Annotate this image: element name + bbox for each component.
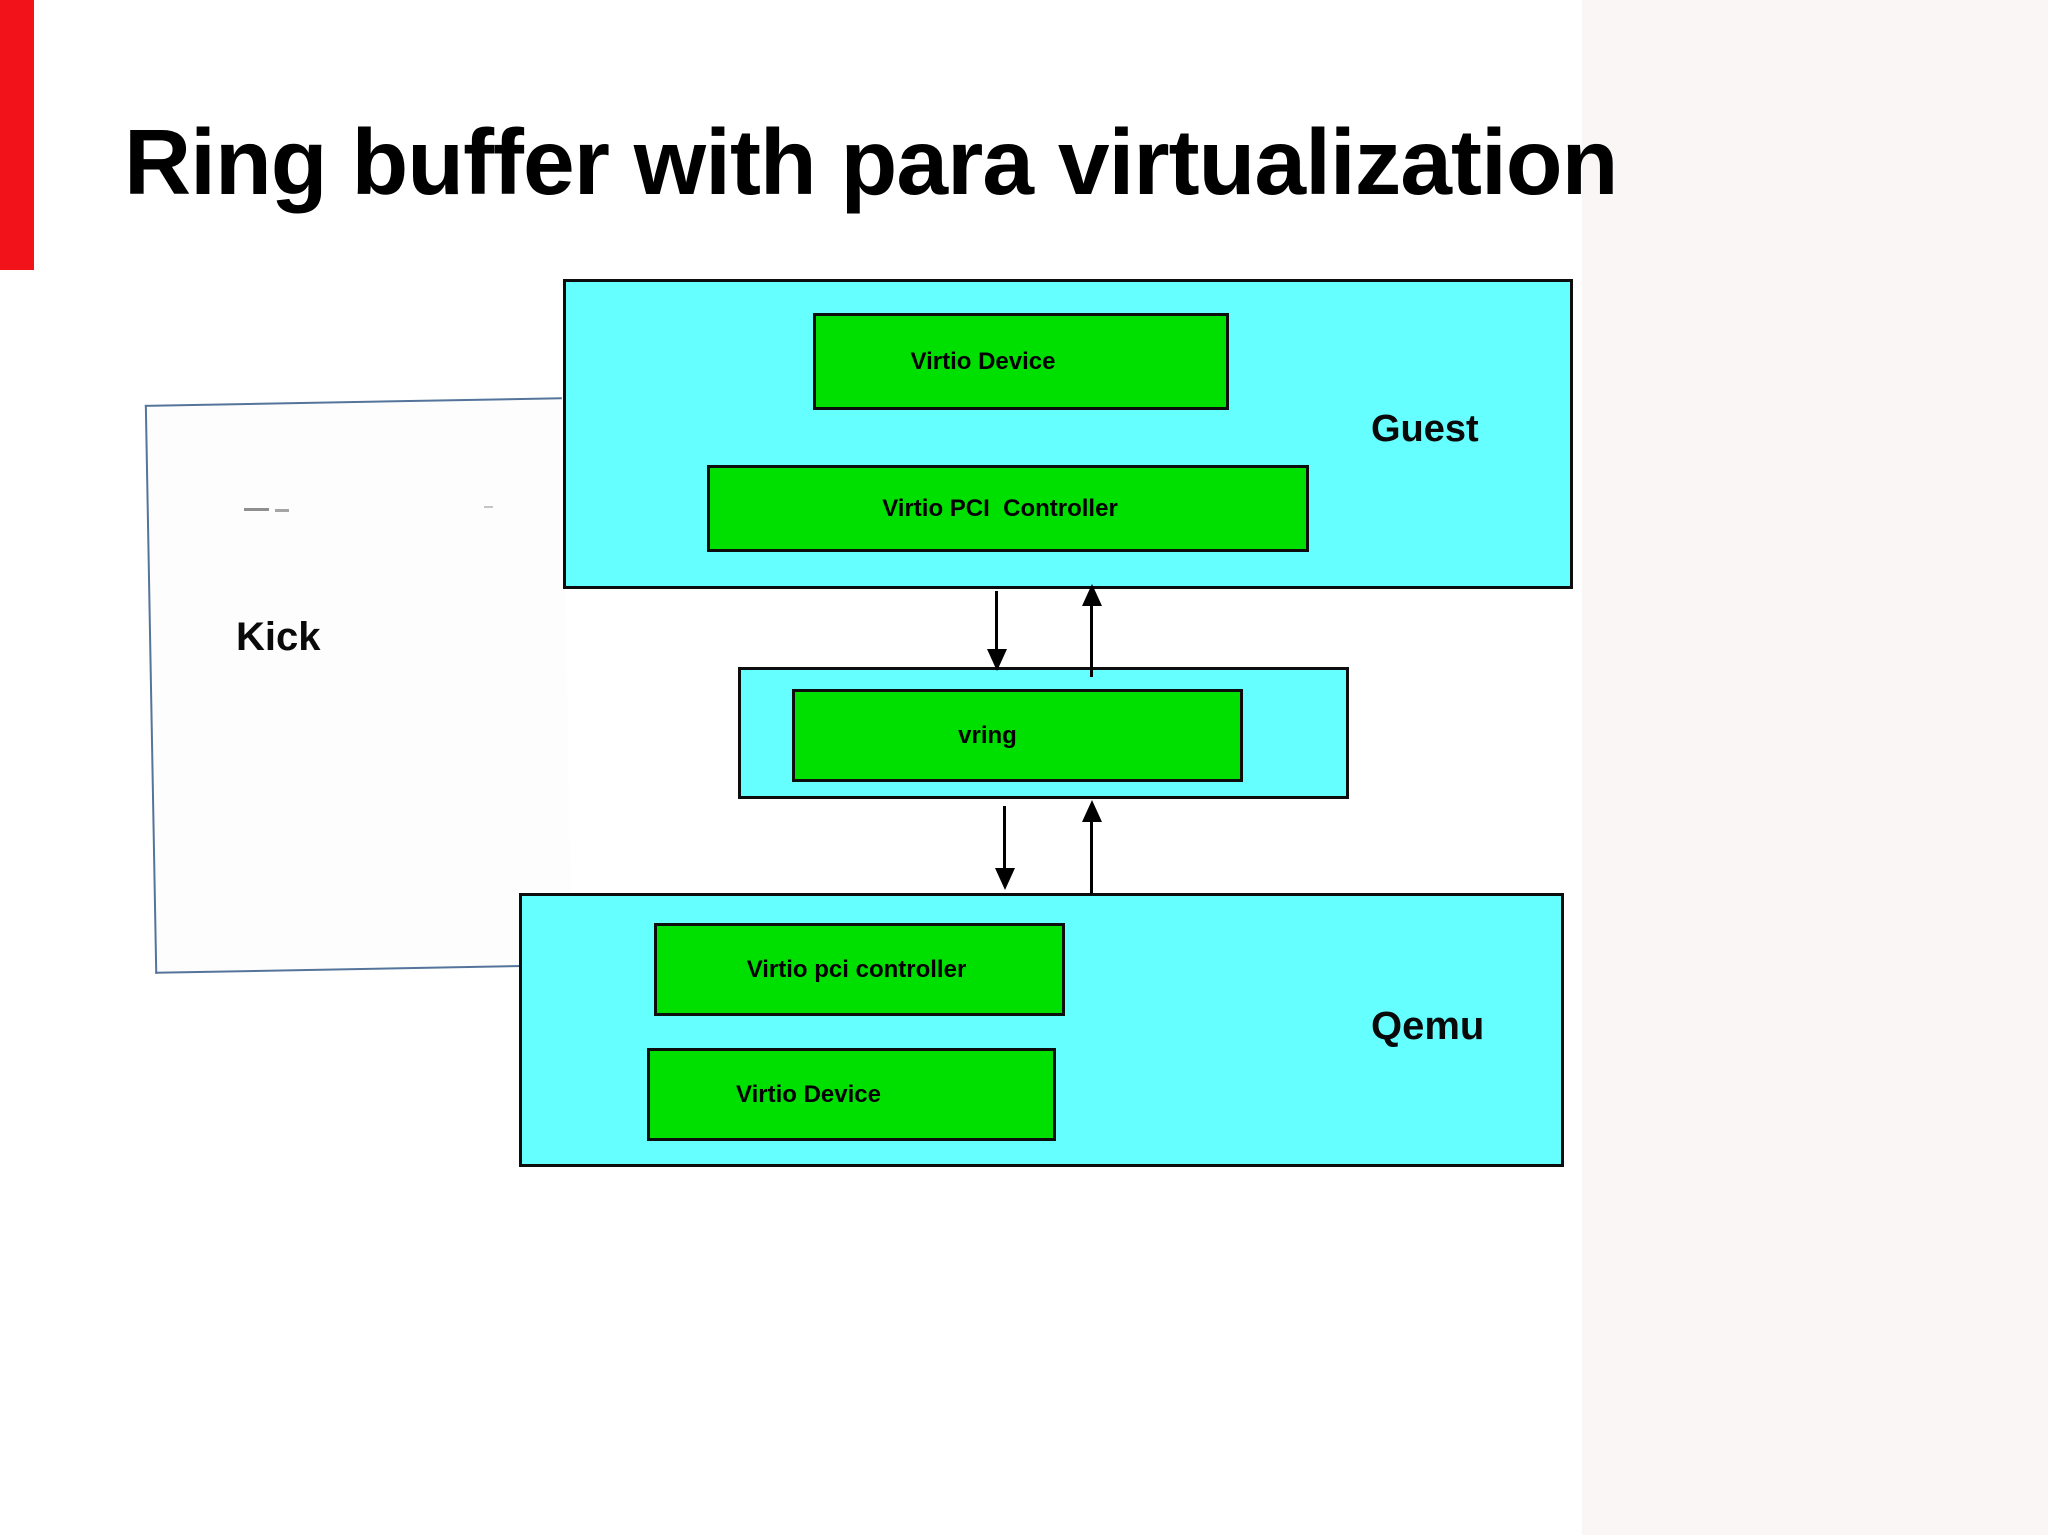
vring-box: vring [792,689,1243,782]
arrow-guest-to-vring-head-icon [987,649,1007,671]
qemu-label: Qemu [1371,1004,1485,1048]
stray-dash [275,509,289,512]
arrow-vring-to-guest-head-icon [1082,584,1102,606]
qemu-virtio-pci-controller-box: Virtio pci controller [654,923,1065,1016]
qemu-virtio-device-label: Virtio Device [736,1080,881,1108]
guest-virtio-pci-controller-label: Virtio PCI Controller [882,494,1118,522]
red-corner-bar [0,0,34,270]
qemu-virtio-pci-controller-label: Virtio pci controller [746,955,967,983]
arrow-vring-to-guest-line [1090,604,1093,677]
kick-frame [144,397,573,974]
slide-title: Ring buffer with para virtualization [124,110,1618,214]
arrow-qemu-to-vring-line [1090,820,1093,894]
arrow-vring-to-qemu-line [1003,806,1006,870]
kick-label: Kick [236,615,321,659]
arrow-vring-to-qemu-head-icon [995,868,1015,890]
guest-virtio-pci-controller-box: Virtio PCI Controller [707,465,1309,552]
guest-label: Guest [1371,408,1479,450]
vring-label: vring [958,721,1017,749]
slide-right-margin [1582,0,2048,1535]
arrow-qemu-to-vring-head-icon [1082,800,1102,822]
stray-dash [244,508,269,511]
stray-dash [484,506,493,508]
guest-virtio-device-label: Virtio Device [910,347,1056,375]
qemu-virtio-device-box: Virtio Device [647,1048,1056,1141]
arrow-guest-to-vring-line [995,591,998,652]
guest-virtio-device-box: Virtio Device [813,313,1229,410]
